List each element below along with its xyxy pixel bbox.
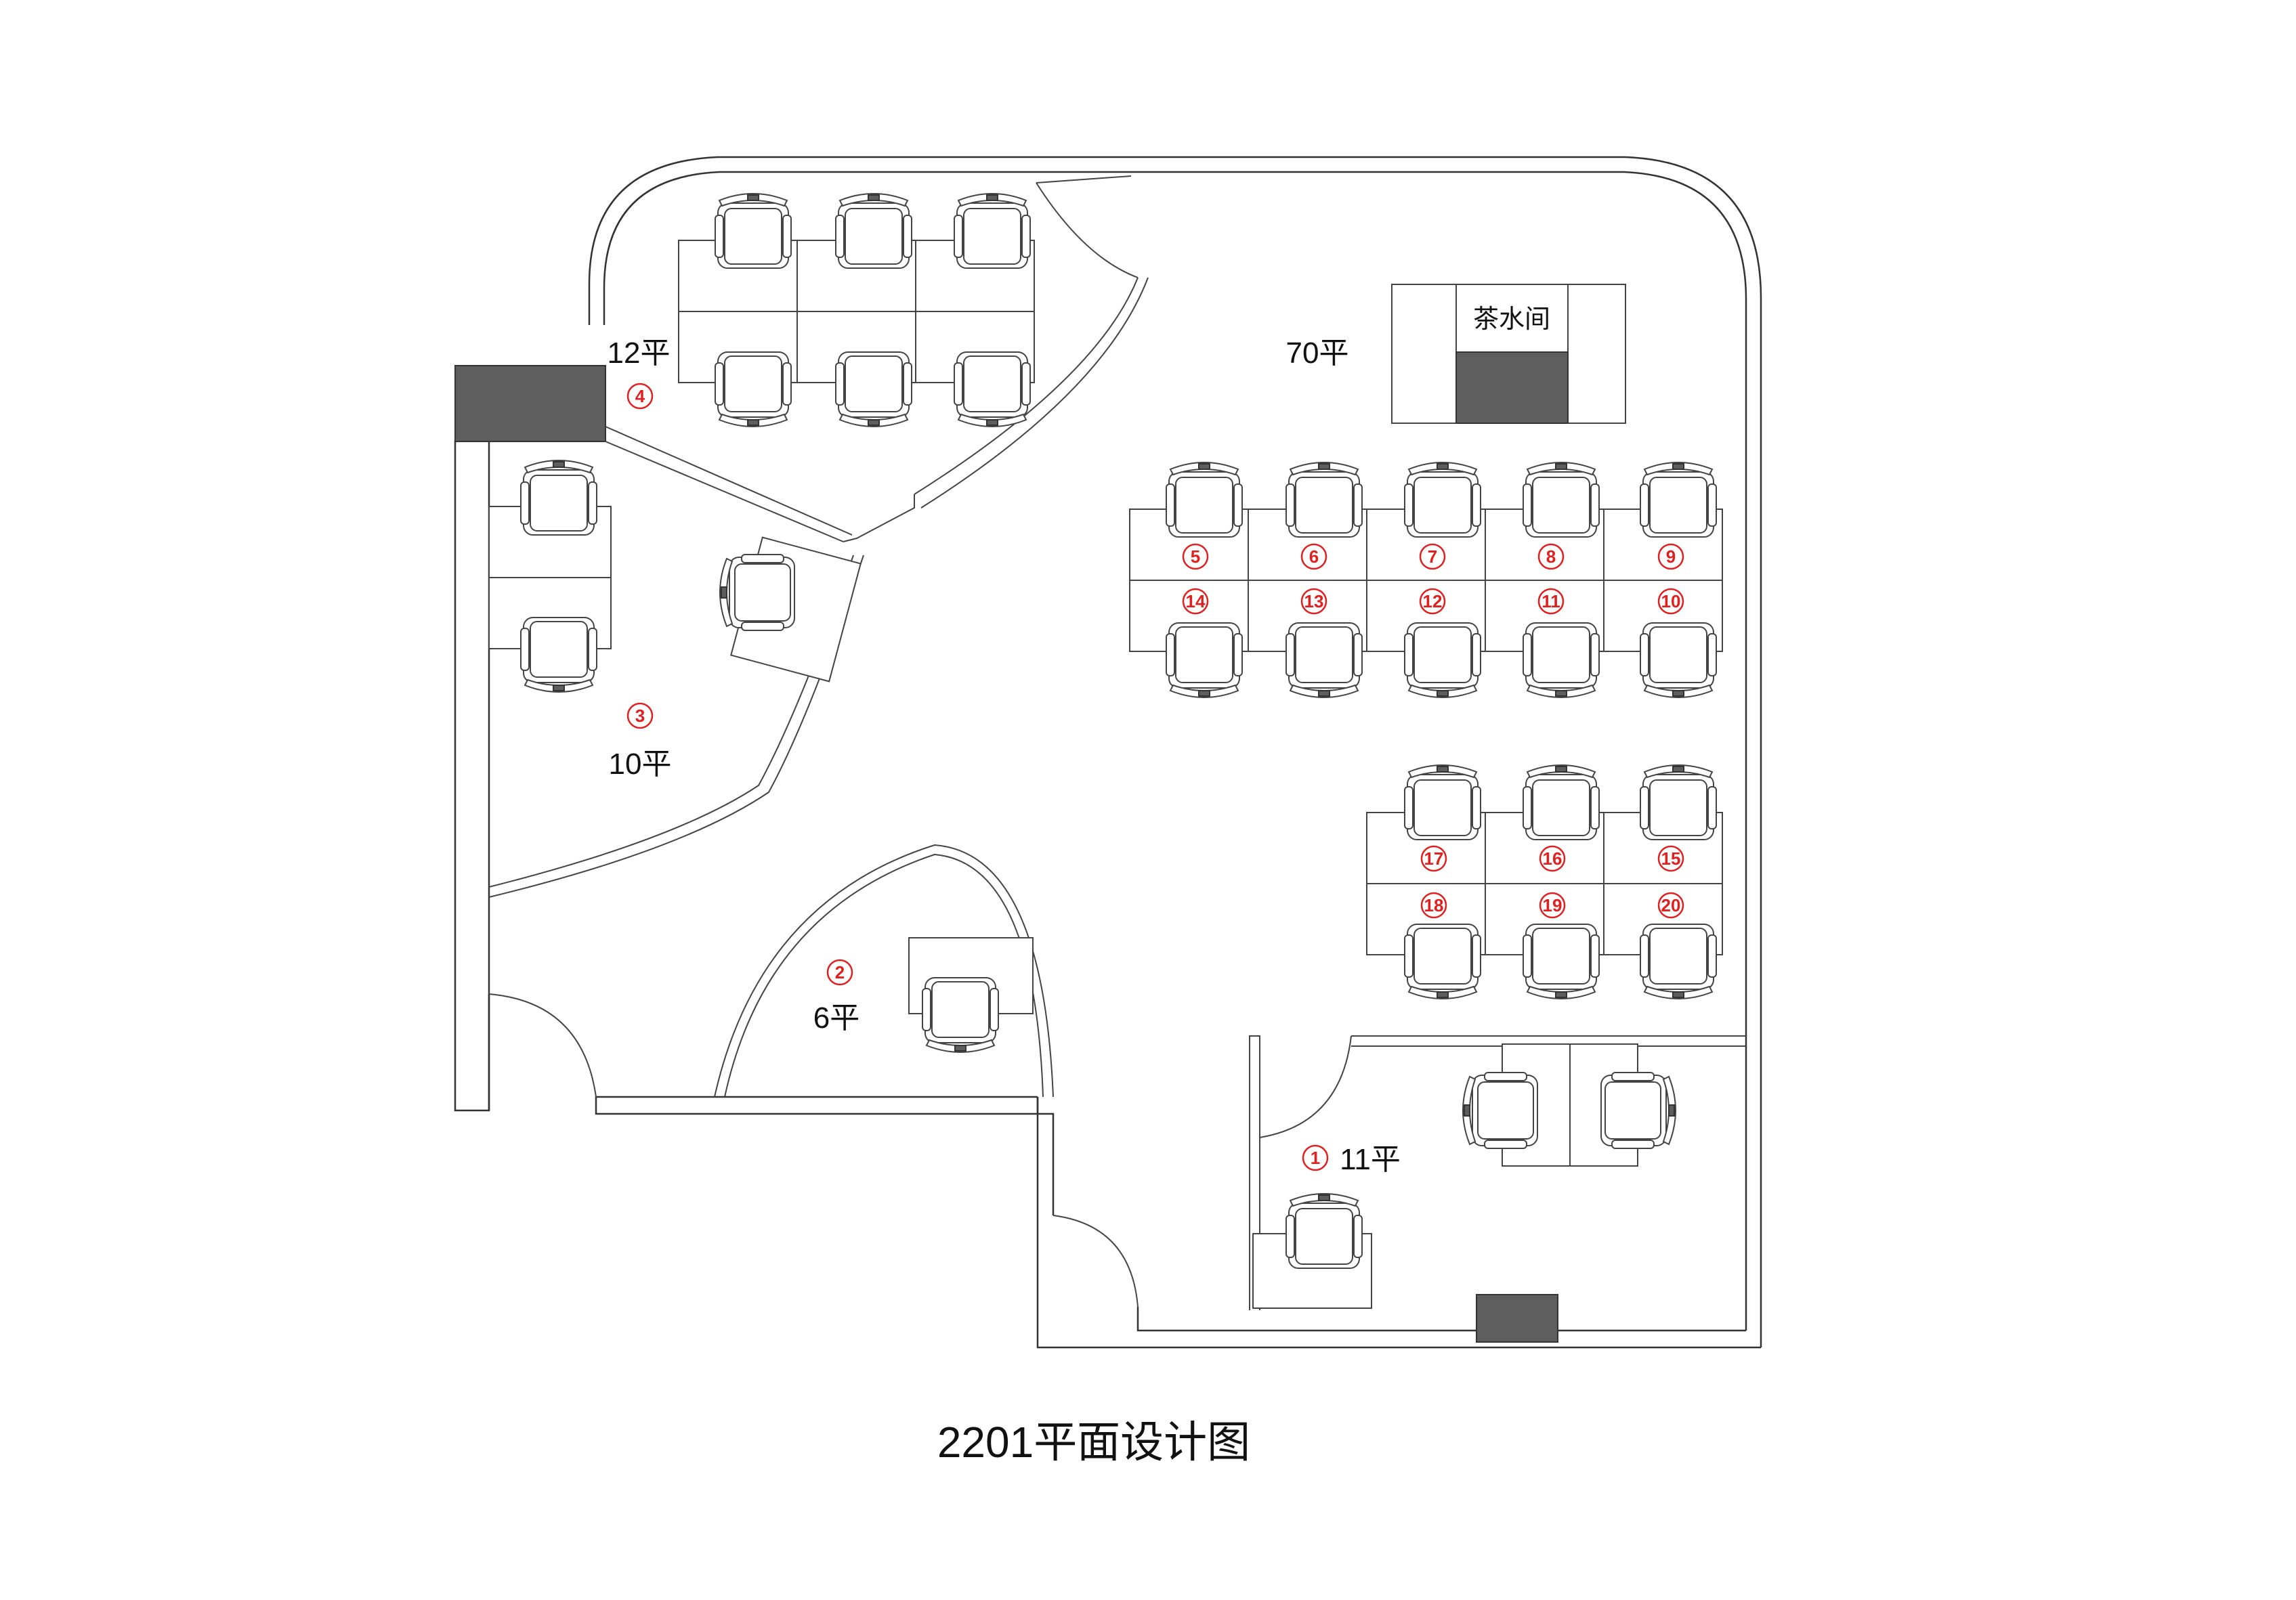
svg-text:12: 12 [1423, 591, 1443, 611]
seat-number-1: 1 [1302, 1144, 1329, 1171]
pantry-label: 茶水间 [1473, 305, 1550, 334]
outer-walls [454, 156, 1762, 1349]
svg-text:2: 2 [835, 962, 845, 982]
pantry: 茶水间 [1391, 284, 1626, 424]
svg-text:7: 7 [1428, 546, 1437, 567]
svg-text:14: 14 [1186, 591, 1206, 611]
seat-number-18: 18 [1420, 892, 1447, 919]
chair [1523, 462, 1600, 538]
chair [922, 977, 999, 1053]
seat-number-10: 10 [1657, 588, 1684, 615]
chair [715, 351, 792, 427]
seat-number-15: 15 [1657, 845, 1684, 872]
chair [1600, 1072, 1676, 1149]
chair [1285, 462, 1363, 538]
chair [1285, 1193, 1363, 1269]
chair [1404, 764, 1481, 840]
chair [1640, 462, 1717, 538]
seat-number-7: 7 [1419, 543, 1446, 570]
seat-number-9: 9 [1657, 543, 1684, 570]
svg-text:6: 6 [1309, 546, 1319, 567]
svg-text:3: 3 [635, 706, 645, 726]
area-label-room-2: 6平 [813, 1001, 859, 1035]
chair [520, 460, 597, 536]
seat-number-12: 12 [1419, 588, 1446, 615]
svg-text:16: 16 [1543, 848, 1562, 869]
chair [835, 193, 912, 269]
chair [1404, 462, 1481, 538]
chair [954, 193, 1031, 269]
chair [1523, 622, 1600, 698]
seat-number-2: 2 [826, 959, 853, 986]
seat-number-3: 3 [626, 702, 654, 729]
chair [715, 193, 792, 269]
area-label-room-4: 12平 [608, 337, 671, 370]
structural-column [1476, 1294, 1558, 1343]
chair [954, 351, 1031, 427]
seat-number-16: 16 [1539, 845, 1566, 872]
svg-text:20: 20 [1661, 895, 1681, 915]
svg-text:4: 4 [635, 386, 645, 406]
seat-number-11: 11 [1537, 588, 1565, 615]
seat-number-8: 8 [1537, 543, 1565, 570]
chair [719, 554, 795, 631]
svg-text:11: 11 [1542, 591, 1560, 611]
chair [1523, 764, 1600, 840]
chair [1462, 1072, 1538, 1149]
svg-text:1: 1 [1311, 1148, 1320, 1168]
svg-text:15: 15 [1661, 848, 1681, 869]
area-label-open-office: 70平 [1286, 337, 1349, 370]
svg-text:19: 19 [1543, 895, 1562, 915]
seat-number-20: 20 [1657, 892, 1684, 919]
chair [1404, 622, 1481, 698]
chair [1285, 622, 1363, 698]
chair [1166, 462, 1243, 538]
svg-text:17: 17 [1424, 848, 1444, 869]
chair [1640, 764, 1717, 840]
chair [1404, 924, 1481, 999]
seat-number-5: 5 [1182, 543, 1209, 570]
plan-title: 2201平面设计图 [937, 1418, 1250, 1467]
svg-text:5: 5 [1191, 546, 1200, 567]
chair [520, 617, 597, 693]
seat-number-6: 6 [1300, 543, 1327, 570]
chair [835, 351, 912, 427]
furniture [488, 193, 1723, 1309]
svg-text:18: 18 [1424, 895, 1444, 915]
chair [1640, 622, 1717, 698]
svg-text:8: 8 [1546, 546, 1556, 567]
area-label-room-3: 10平 [609, 748, 672, 781]
seat-number-4: 4 [626, 383, 654, 410]
svg-text:10: 10 [1661, 591, 1681, 611]
partitions [488, 175, 1746, 1310]
chair [1166, 622, 1243, 698]
seat-number-13: 13 [1300, 588, 1327, 615]
svg-text:13: 13 [1304, 591, 1324, 611]
svg-text:9: 9 [1666, 546, 1676, 567]
chair [1640, 924, 1717, 999]
structural-column [454, 365, 606, 442]
seat-number-19: 19 [1539, 892, 1566, 919]
area-label-room-1: 11平 [1340, 1143, 1401, 1176]
chair [1523, 924, 1600, 999]
seat-number-14: 14 [1182, 588, 1209, 615]
seat-number-17: 17 [1420, 845, 1447, 872]
